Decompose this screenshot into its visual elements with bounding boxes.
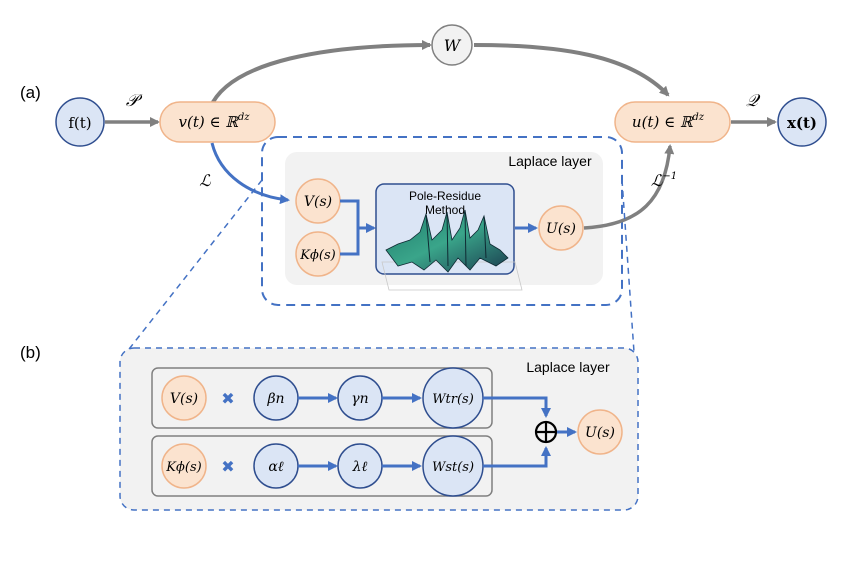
method-title: Pole-Residue: [409, 189, 481, 203]
K-label-a: Kϕ(s): [299, 248, 335, 263]
times-icon: ✖: [221, 389, 234, 408]
arrow-U-to-u: [583, 144, 675, 230]
u-node: u(t) ∈ ℝdz: [614, 101, 731, 143]
laplace-layer-title-b: Laplace layer: [526, 359, 610, 375]
U-node-a: U(s): [538, 205, 584, 251]
f-label: f(t): [68, 114, 91, 132]
U-node-b: U(s): [577, 409, 623, 455]
alpha-node: αℓ: [253, 443, 299, 489]
K-node-a: Kϕ(s): [295, 231, 341, 277]
oplus-icon: [534, 420, 558, 444]
edge-q-label: 𝒬: [746, 91, 761, 111]
svg-text:v(t) ∈ ℝdz: v(t) ∈ ℝdz: [179, 112, 251, 131]
gamma-node: γn: [337, 375, 383, 421]
beta-label: βn: [266, 391, 284, 407]
zoom-line-right: [621, 179, 635, 353]
K-node-b: Kϕ(s): [161, 443, 207, 489]
svg-text:ℒ−1: ℒ−1: [651, 171, 677, 190]
arrow-wtr-to-sum: [483, 396, 551, 418]
merge-lines-a: [340, 199, 374, 256]
arrow-v-to-V: [210, 142, 290, 205]
x-label: x(t): [787, 114, 817, 132]
f-node: f(t): [55, 97, 105, 147]
edge-linv-sup: −1: [662, 171, 677, 182]
surface-plot-image: [381, 209, 523, 291]
lambda-label: λℓ: [352, 459, 368, 475]
v-sup: dz: [238, 112, 250, 123]
svg-text:u(t) ∈ ℝdz: u(t) ∈ ℝdz: [632, 112, 705, 131]
wtr-label: Wtr(s): [432, 392, 474, 407]
edge-l-label: ℒ: [199, 171, 211, 190]
gamma-label: γn: [351, 391, 368, 407]
v-label: v(t) ∈ ℝ: [179, 113, 240, 131]
V-node-a: V(s): [295, 178, 341, 224]
edge-linv-label: ℒ: [651, 171, 663, 190]
V-label-b: V(s): [170, 391, 198, 407]
edge-p-label: 𝒫: [126, 91, 143, 111]
wtr-node: Wtr(s): [422, 367, 484, 429]
alpha-label: αℓ: [268, 459, 283, 475]
arrow-wst-to-sum: [483, 446, 551, 468]
laplace-layer-title-a: Laplace layer: [508, 153, 592, 169]
laplace-layer-box-b: [119, 347, 639, 511]
V-label-a: V(s): [304, 194, 332, 210]
arrow-v-to-w: [208, 40, 432, 109]
times-icon-2: ✖: [221, 457, 234, 476]
V-node-b: V(s): [161, 375, 207, 421]
pole-residue-box: Pole-Residue Method: [375, 183, 523, 291]
arrow-w-to-u: [473, 43, 670, 97]
w-node: W: [431, 24, 473, 66]
u-sup: dz: [692, 112, 704, 123]
U-label-b: U(s): [585, 425, 615, 441]
wst-node: Wst(s): [422, 435, 484, 497]
u-label: u(t) ∈ ℝ: [632, 113, 694, 131]
zoom-line-left: [121, 179, 263, 359]
U-label-a: U(s): [546, 221, 576, 237]
panel-a-label: (a): [20, 83, 41, 102]
x-node: x(t): [777, 97, 827, 147]
w-label: W: [444, 36, 462, 55]
K-label-b: Kϕ(s): [165, 460, 201, 475]
beta-node: βn: [253, 375, 299, 421]
wst-label: Wst(s): [432, 460, 474, 475]
method-subtitle: Method: [425, 203, 465, 217]
panel-b-label: (b): [20, 343, 41, 362]
v-node: v(t) ∈ ℝdz: [159, 101, 276, 143]
lambda-node: λℓ: [337, 443, 383, 489]
